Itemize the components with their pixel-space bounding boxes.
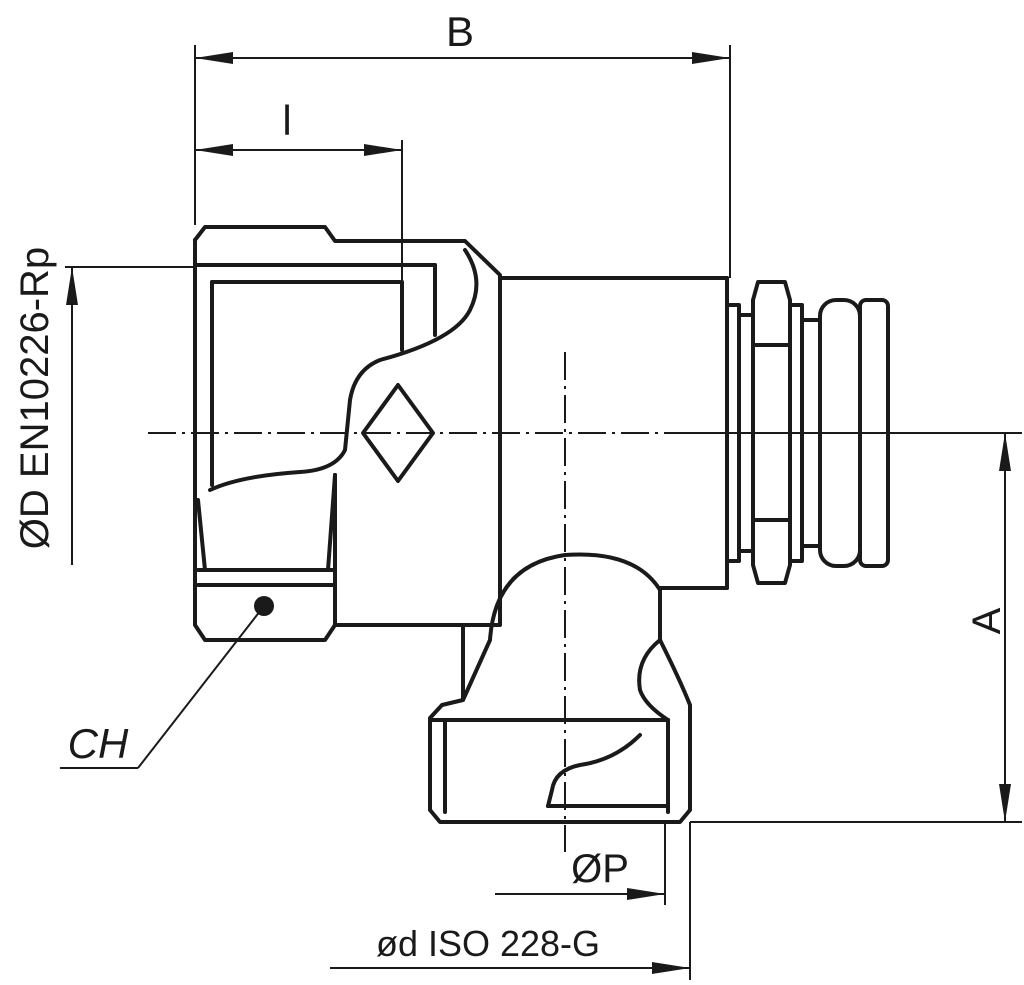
body-outline-top <box>193 225 502 627</box>
a-arrow-top <box>999 433 1011 471</box>
cutaway-break-line <box>208 248 479 492</box>
dimension-a: A <box>690 432 1022 823</box>
dimension-p: ØP <box>495 822 666 905</box>
bottom-branch <box>428 552 692 824</box>
ch-callout: CH <box>60 605 265 769</box>
b-arrow-left <box>195 52 233 64</box>
dimension-d: ØD EN10226-Rp <box>13 247 195 565</box>
p-label: ØP <box>571 847 629 891</box>
center-lines <box>148 352 915 852</box>
b-arrow-right <box>692 52 730 64</box>
branch-break <box>637 638 670 722</box>
nut-lower-left <box>196 498 207 572</box>
d-arrow-top <box>66 267 78 305</box>
l-arrow-left <box>195 144 233 156</box>
nut-outline <box>193 238 337 642</box>
inner-break-line <box>546 733 642 808</box>
a-arrow-bottom <box>999 784 1011 822</box>
diso-arrow <box>652 962 690 974</box>
hex-nut-right <box>751 280 792 585</box>
dimension-d-iso: ød ISO 228-G <box>330 822 691 980</box>
p-arrow <box>627 888 665 900</box>
ch-label: CH <box>68 720 129 767</box>
left-nut <box>193 225 502 642</box>
d-iso-label: ød ISO 228-G <box>376 923 600 964</box>
branch-outline <box>428 552 692 824</box>
l-label: l <box>282 97 291 144</box>
a-label: A <box>965 607 1009 634</box>
dimension-l: l <box>195 97 403 282</box>
l-arrow-right <box>364 144 402 156</box>
d-en-label: ØD EN10226-Rp <box>13 247 57 549</box>
diamond-symbol <box>361 383 435 483</box>
dimension-b: B <box>194 8 731 278</box>
ch-leader <box>137 605 265 769</box>
b-label: B <box>446 8 474 55</box>
